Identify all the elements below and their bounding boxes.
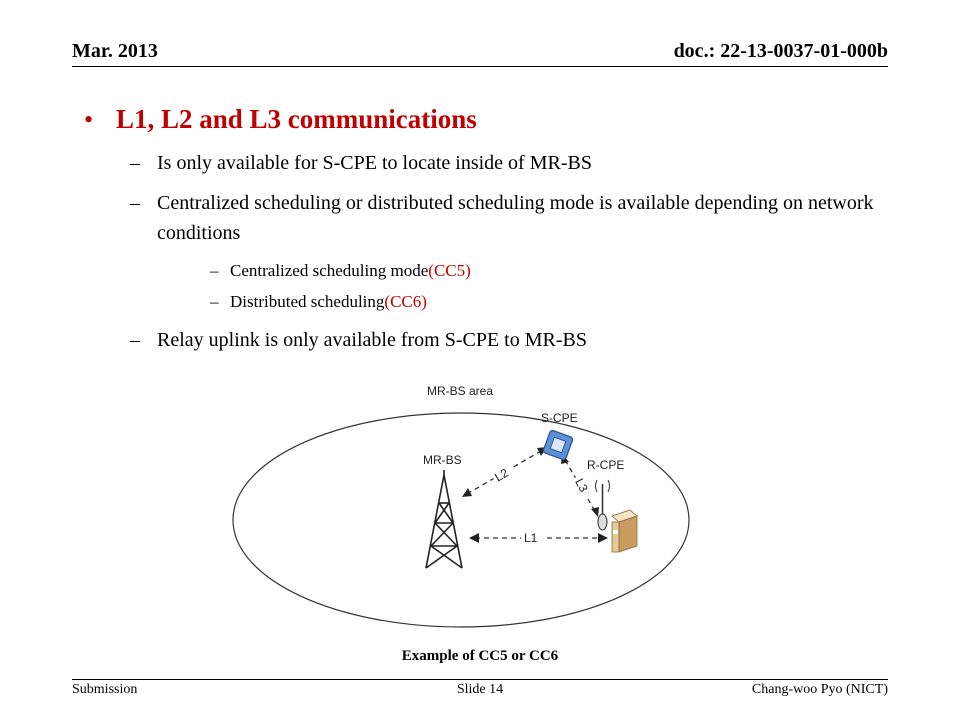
main-bullet-title: L1, L2 and L3 communications <box>116 104 477 134</box>
dash-icon: – <box>130 192 140 214</box>
footer-author: Chang-woo Pyo (NICT) <box>751 682 888 697</box>
header-date: Mar. 2013 <box>72 40 158 62</box>
footer-slide-number: Slide 14 <box>456 682 504 697</box>
l3-label: L3 <box>572 476 591 495</box>
header-rule <box>72 66 888 67</box>
sub-item: – Is only available for S-CPE to locate … <box>130 148 890 178</box>
sub-sub-item-text: Distributed scheduling <box>230 292 385 311</box>
bullet-dot-icon: • <box>84 105 94 134</box>
antenna-icon <box>595 479 610 531</box>
arrow-right-icon <box>598 533 608 543</box>
mr-bs-area-ellipse <box>232 412 690 628</box>
sub-item: – Relay uplink is only available from S-… <box>130 325 890 355</box>
footer-rule <box>72 679 888 680</box>
dash-icon: – <box>130 152 140 174</box>
sub-item-text: Is only available for S-CPE to locate in… <box>157 152 592 174</box>
footer-submission: Submission <box>72 682 138 697</box>
dash-icon: – <box>130 329 140 351</box>
sub-item-text: Centralized scheduling or distributed sc… <box>157 192 874 244</box>
sub-sub-item: – Centralized scheduling mode (CC5) <box>210 259 471 283</box>
s-cpe-device-icon <box>542 429 574 461</box>
r-cpe-device-icon <box>611 509 638 553</box>
sub-item-text: Relay uplink is only available from S-CP… <box>157 329 587 351</box>
l1-label: L1 <box>524 531 538 545</box>
dash-icon: – <box>210 261 219 280</box>
l2-label: L2 <box>492 465 511 484</box>
arrow-down-left-icon <box>462 488 472 497</box>
sub-item: – Centralized scheduling or distributed … <box>130 188 890 248</box>
arrow-down-right-icon <box>591 507 599 517</box>
r-cpe-label: R-CPE <box>587 458 624 472</box>
mr-bs-label: MR-BS <box>423 453 462 467</box>
area-label: MR-BS area <box>427 384 493 398</box>
sub-sub-item-code: (CC6) <box>384 292 427 311</box>
sub-sub-item-code: (CC5) <box>428 261 471 280</box>
s-cpe-label: S-CPE <box>541 411 578 425</box>
figure-caption: Example of CC5 or CC6 <box>401 648 559 664</box>
header-doc-number: doc.: 22-13-0037-01-000b <box>673 40 888 62</box>
tower-icon <box>425 470 463 569</box>
sub-sub-item: – Distributed scheduling (CC6) <box>210 290 427 314</box>
dash-icon: – <box>210 292 219 311</box>
network-diagram: MR-BS area S-CPE MR-BS R-CPE L1 L2 L3 <box>232 384 690 628</box>
main-bullet: • L1, L2 and L3 communications <box>84 104 477 135</box>
sub-sub-item-text: Centralized scheduling mode <box>230 261 429 280</box>
arrow-left-icon <box>469 533 479 543</box>
